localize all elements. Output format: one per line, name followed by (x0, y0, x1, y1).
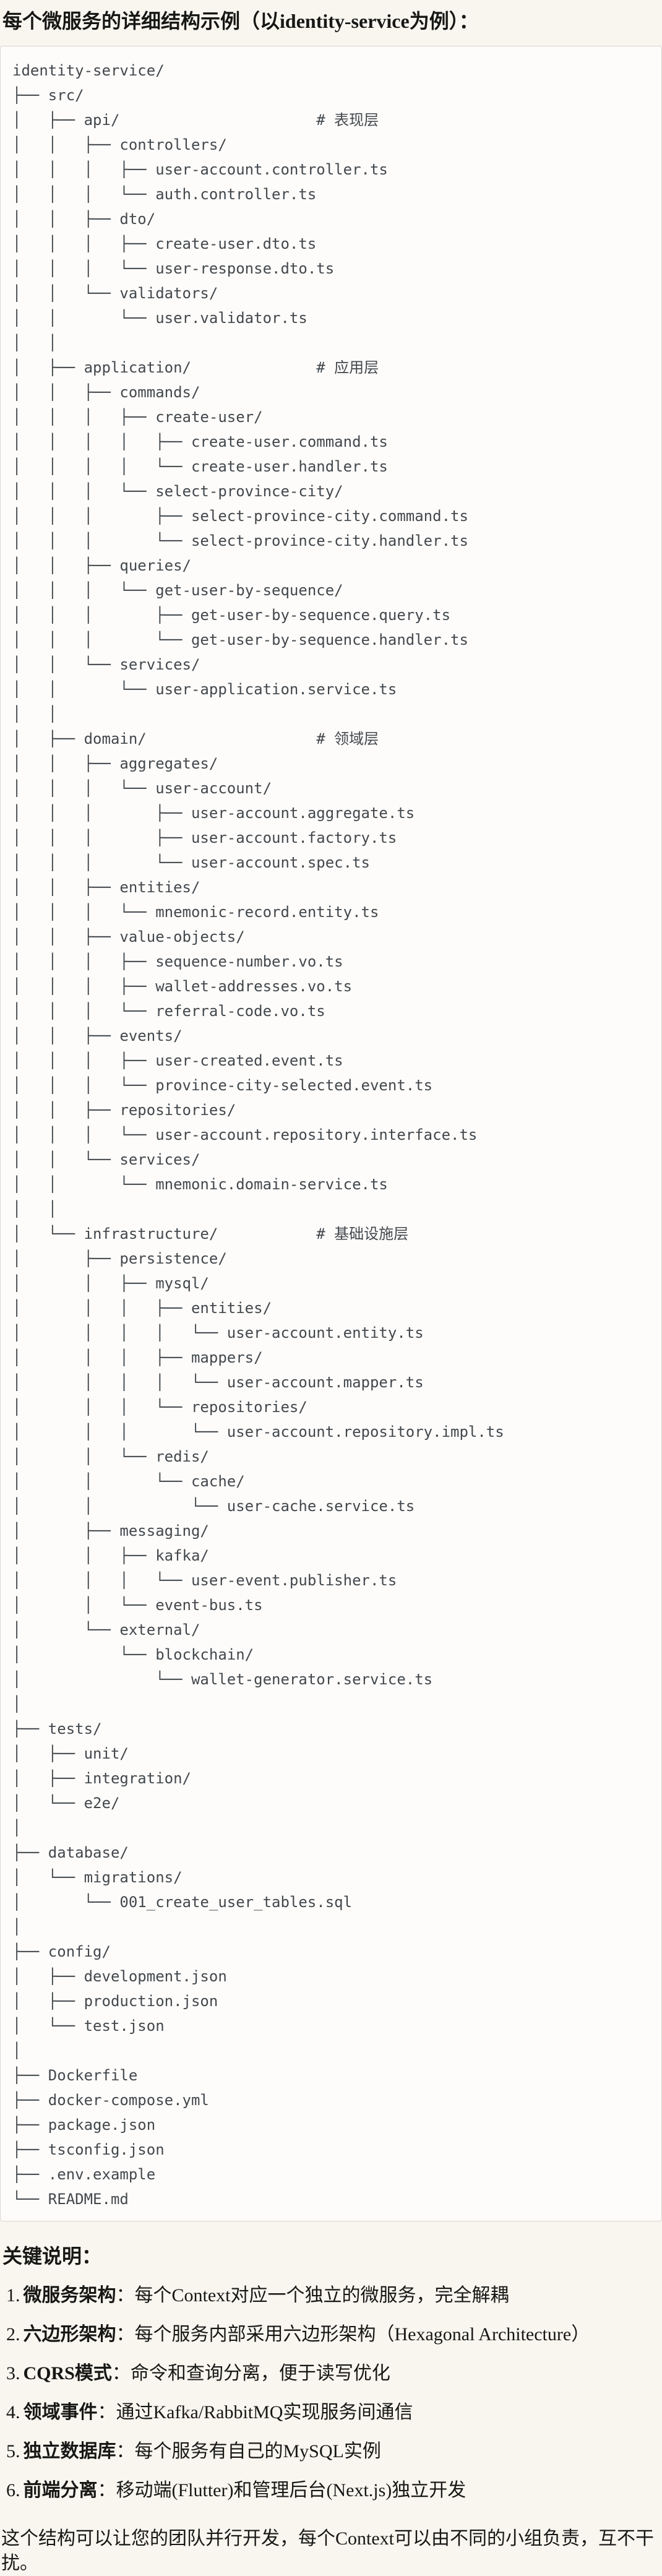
note-item-cqrs: 3.CQRS模式：命令和查询分离，便于读写优化 (6, 2361, 662, 2386)
note-item-domain-events: 4.领域事件：通过Kafka/RabbitMQ实现服务间通信 (6, 2400, 662, 2425)
note-item-database: 5.独立数据库：每个服务有自己的MySQL实例 (6, 2439, 662, 2464)
note-description: ：每个服务有自己的MySQL实例 (116, 2441, 381, 2462)
note-description: ：命令和查询分离，便于读写优化 (111, 2363, 390, 2384)
note-number: 1. (6, 2285, 20, 2306)
note-description: ：每个Context对应一个独立的微服务，完全解耦 (116, 2285, 509, 2306)
note-item-hexagonal: 2.六边形架构：每个服务内部采用六边形架构（Hexagonal Architec… (6, 2322, 662, 2347)
note-term: 领域事件 (23, 2402, 98, 2423)
note-term: CQRS模式 (23, 2363, 112, 2384)
note-term: 前端分离 (23, 2480, 98, 2501)
notes-list: 1.微服务架构：每个Context对应一个独立的微服务，完全解耦 2.六边形架构… (0, 2283, 662, 2503)
code-block: identity-service/ ├── src/ │ ├── api/ # … (0, 46, 662, 2221)
note-number: 5. (6, 2441, 20, 2462)
page-title: 每个微服务的详细结构示例（以identity-service为例）： (2, 10, 479, 32)
closing-note: 这个结构可以让您的团队并行开发，每个Context可以由不同的小组负责，互不干扰… (1, 2528, 654, 2574)
note-number: 2. (6, 2324, 20, 2345)
note-term: 独立数据库 (23, 2441, 116, 2462)
notes-heading: 关键说明： (2, 2245, 102, 2267)
note-number: 4. (6, 2402, 20, 2423)
note-number: 6. (6, 2480, 20, 2501)
note-item-frontend: 6.前端分离：移动端(Flutter)和管理后台(Next.js)独立开发 (6, 2478, 662, 2503)
note-term: 微服务架构 (23, 2285, 116, 2306)
note-item-microservice: 1.微服务架构：每个Context对应一个独立的微服务，完全解耦 (6, 2283, 662, 2308)
note-description: ：移动端(Flutter)和管理后台(Next.js)独立开发 (97, 2480, 466, 2501)
note-number: 3. (6, 2363, 20, 2384)
file-tree: identity-service/ ├── src/ │ ├── api/ # … (12, 62, 504, 2208)
note-description: ：通过Kafka/RabbitMQ实现服务间通信 (97, 2402, 413, 2423)
note-term: 六边形架构 (23, 2324, 116, 2345)
note-description: ：每个服务内部采用六边形架构（Hexagonal Architecture） (116, 2324, 590, 2345)
